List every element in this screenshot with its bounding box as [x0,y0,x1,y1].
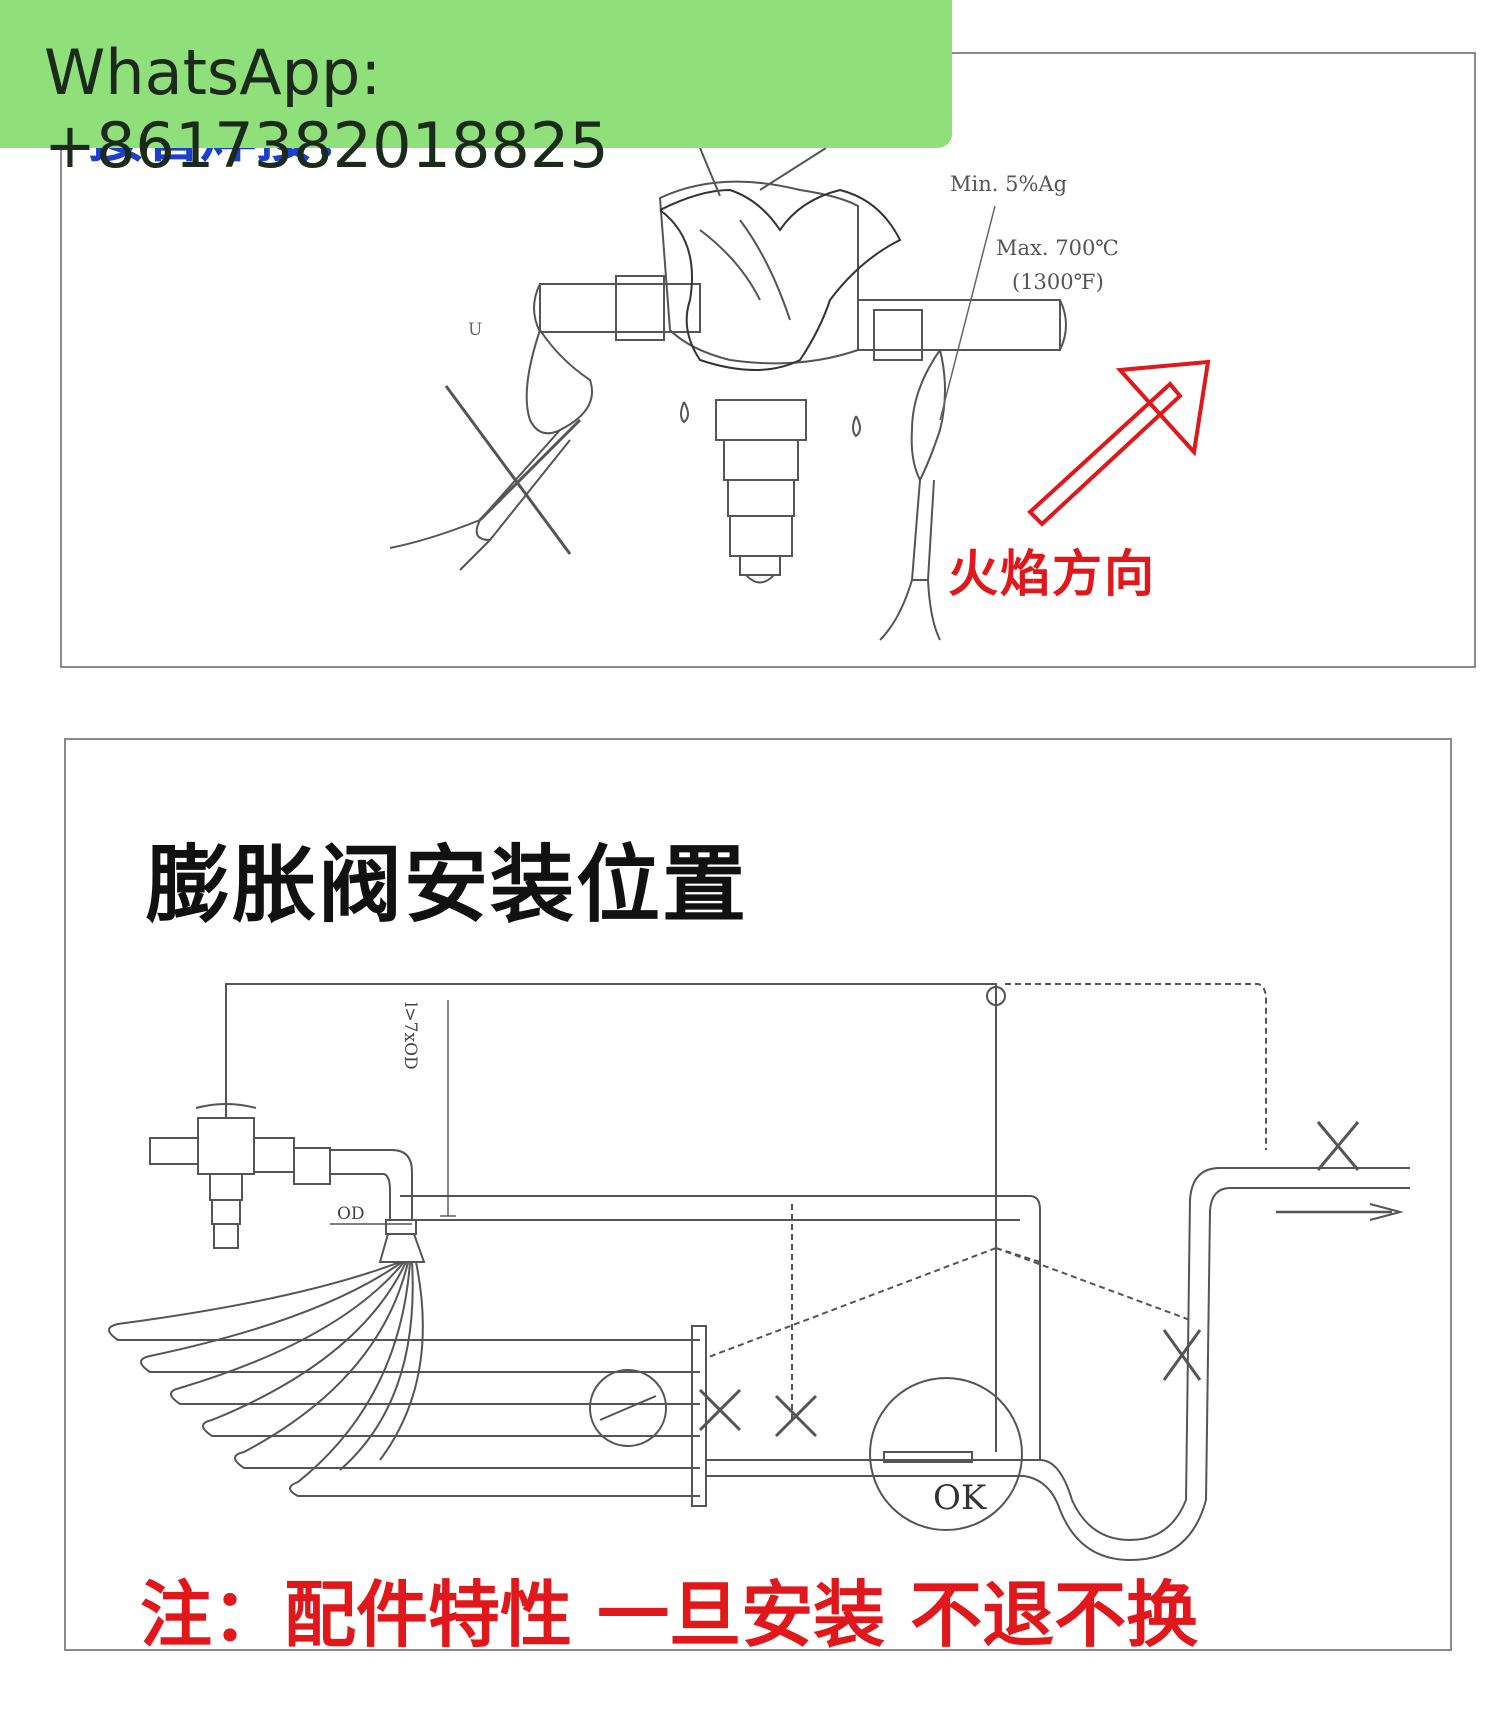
whatsapp-banner: WhatsApp: +8617382018825 [0,0,952,182]
inlet-pipe [539,283,701,333]
pipe-coupling [615,275,665,341]
sensing-line [225,983,997,1452]
solder-note: Min. 5%Ag [950,172,1068,196]
max-temperature-celsius: Max. 700℃ [996,236,1119,260]
flame-direction-arrow [1027,359,1211,527]
installation-panel [64,738,1452,1651]
u-mark: U [468,320,483,340]
brazing-panel [60,52,1476,668]
od-label: OD [337,1204,365,1224]
ok-label: OK [933,1478,987,1518]
length-dimension-label: l>7xOD [400,1002,420,1070]
installation-title: 膨胀阀安装位置 [146,836,749,934]
outlet-pipe [858,299,1061,351]
flame-direction-label: 火焰方向 [948,545,1156,603]
max-temperature-fahrenheit: (1300℉) [1012,270,1104,294]
no-return-warning: 注：配件特性 一旦安装 不退不换 [140,1573,1199,1657]
outlet-fitting [873,309,923,361]
whatsapp-contact: WhatsApp: +8617382018825 [44,36,609,182]
wet-cloth [659,188,902,371]
expansion-valve [197,1117,255,1175]
ok-position-circle [869,1377,1023,1531]
